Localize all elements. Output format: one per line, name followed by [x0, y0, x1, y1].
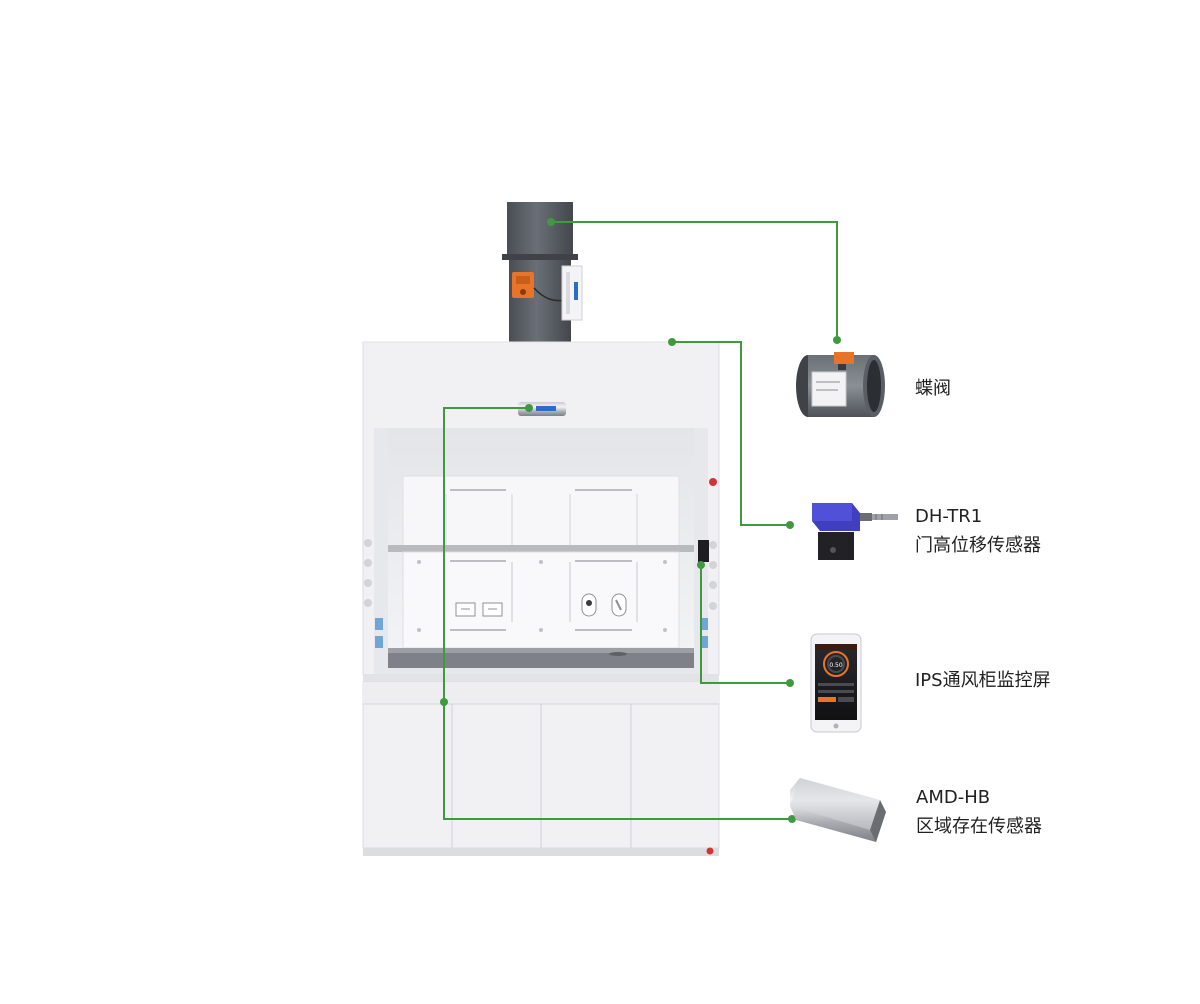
connector-door-height-sensor	[672, 341, 790, 526]
butterfly-valve-name: 蝶阀	[915, 378, 951, 399]
connector-presence-sensor	[443, 407, 792, 820]
door-height-sensor-model: DH-TR1	[915, 506, 983, 527]
presence-sensor-icon	[790, 778, 886, 842]
monitor-screen-value: 0.50	[829, 662, 843, 669]
label-presence-sensor: AMD-HB 区域存在传感器	[916, 783, 1042, 841]
connector-monitor-screen	[700, 565, 790, 684]
monitor-screen-icon: 0.50	[810, 633, 862, 733]
presence-sensor-name: 区域存在传感器	[916, 816, 1042, 837]
label-door-height-sensor: DH-TR1 门高位移传感器	[915, 502, 1041, 560]
exhaust-duct	[502, 202, 583, 342]
label-butterfly-valve: 蝶阀	[915, 374, 951, 403]
connector-butterfly-valve	[551, 221, 838, 340]
left-side-fittings	[364, 539, 383, 648]
presence-sensor-model: AMD-HB	[916, 787, 991, 808]
duct-controller-box	[561, 265, 583, 321]
label-monitor-screen: IPS通风柜监控屏	[915, 666, 1051, 695]
door-height-sensor-name: 门高位移传感器	[915, 535, 1041, 556]
right-side-fittings	[698, 478, 717, 648]
gas-valves	[581, 593, 627, 617]
displacement-sensor-icon	[812, 503, 898, 560]
butterfly-valve-icon	[796, 352, 885, 417]
connector-lines	[443, 221, 838, 820]
power-outlets	[455, 602, 503, 617]
connector-dots	[440, 218, 841, 823]
fume-hood-cabinet	[362, 341, 720, 856]
monitor-screen-name: IPS通风柜监控屏	[915, 670, 1051, 691]
